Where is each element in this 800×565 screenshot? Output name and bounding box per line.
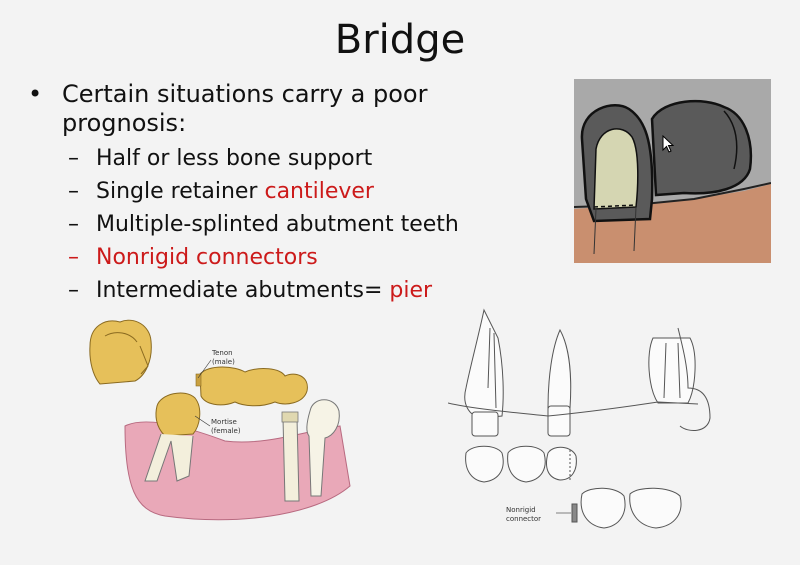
sub-bullet-text: Single retainer	[96, 179, 265, 204]
sub-bullet-highlight: cantilever	[264, 179, 374, 204]
bullet-main-text: Certain situations carry a poor prognosi…	[62, 80, 428, 137]
sub-bullet-list: – Half or less bone support – Single ret…	[68, 142, 548, 307]
bullet-symbol: •	[28, 80, 43, 108]
sub-bullet-text: Intermediate abutments=	[96, 278, 390, 303]
sub-bullet-highlight: Nonrigid connectors	[96, 245, 318, 270]
mortise-sub-label: (female)	[211, 427, 241, 435]
mortise-tenon-bridge-illustration: Tenon (male) Mortise (female)	[89, 319, 351, 521]
nonrigid-label: Nonrigid	[506, 506, 536, 514]
sub-bullet-cantilever: – Single retainer cantilever	[68, 175, 548, 208]
connector-label: connector	[506, 515, 541, 523]
nonrigid-connector-diagram: Nonrigid connector	[448, 308, 711, 529]
dash-symbol: –	[68, 212, 79, 237]
mortise-label: Mortise	[211, 418, 237, 426]
sub-bullet-text: Multiple-splinted abutment teeth	[96, 212, 459, 237]
slide-title: Bridge	[334, 17, 466, 63]
sub-bullet-nonrigid: – Nonrigid connectors	[68, 241, 548, 274]
sub-bullet-pier: – Intermediate abutments= pier	[68, 274, 548, 307]
sub-bullet-bone-support: – Half or less bone support	[68, 142, 548, 175]
bullet-main: • Certain situations carry a poor progno…	[28, 80, 548, 138]
cantilever-tooth-image	[574, 79, 771, 263]
tenon-label: Tenon	[211, 349, 233, 357]
mouse-cursor-icon	[662, 135, 675, 153]
sub-bullet-highlight: pier	[389, 278, 433, 303]
tenon-sub-label: (male)	[212, 358, 235, 366]
sub-bullet-splinted: – Multiple-splinted abutment teeth	[68, 208, 548, 241]
dash-symbol: –	[68, 179, 79, 204]
sub-bullet-text: Half or less bone support	[96, 146, 373, 171]
dash-symbol: –	[68, 278, 79, 303]
dash-symbol: –	[68, 146, 79, 171]
dash-symbol: –	[68, 245, 79, 270]
bullet-list: • Certain situations carry a poor progno…	[28, 80, 548, 307]
